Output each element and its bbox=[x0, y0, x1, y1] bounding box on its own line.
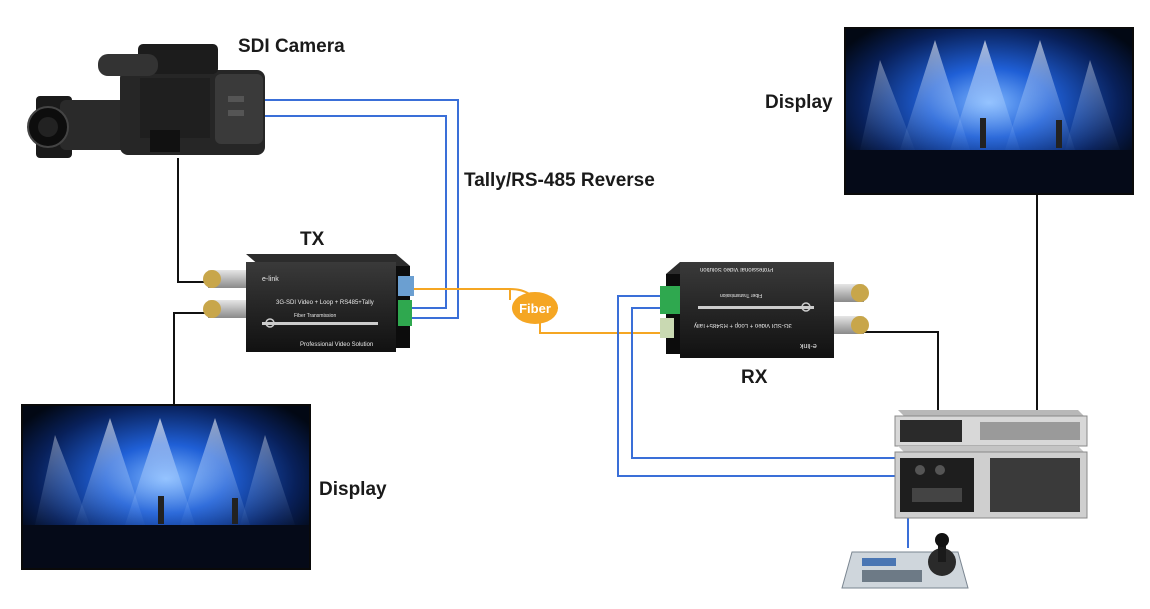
display-right bbox=[844, 27, 1134, 195]
rs485-cable-rx-2 bbox=[631, 307, 898, 459]
label-tally-rs485: Tally/RS-485 Reverse bbox=[464, 170, 655, 191]
sdi-cable-tx-display bbox=[173, 312, 212, 405]
tx-line1: 3G-SDI Video + Loop + RS485+Tally bbox=[276, 300, 374, 306]
rx-device bbox=[660, 262, 869, 358]
label-display-left: Display bbox=[319, 479, 387, 500]
sdi-cable-camera-tx bbox=[177, 158, 212, 283]
tally-cable-1 bbox=[262, 99, 459, 319]
tx-device bbox=[203, 254, 414, 352]
ptz-keyboard bbox=[841, 533, 969, 589]
tx-line3: Professional Video Solution bbox=[300, 342, 374, 348]
display-left bbox=[21, 404, 311, 570]
tx-brand: e-link bbox=[262, 276, 279, 283]
label-sdi-camera: SDI Camera bbox=[238, 36, 345, 57]
label-rx: RX bbox=[741, 367, 768, 388]
rack-equipment bbox=[894, 410, 1088, 519]
label-tx: TX bbox=[300, 229, 325, 250]
fiber-badge: Fiber bbox=[512, 292, 558, 324]
rx-line2: Fiber Transmission bbox=[720, 292, 763, 298]
rs485-cable-rx-1 bbox=[617, 295, 898, 477]
tally-cable-2 bbox=[262, 115, 447, 309]
tx-line2: Fiber Transmission bbox=[294, 313, 337, 319]
sdi-camera bbox=[27, 44, 265, 158]
rx-brand: e-link bbox=[800, 342, 817, 349]
rx-line3: Professional Video Solution bbox=[700, 266, 774, 272]
label-display-right: Display bbox=[765, 92, 833, 113]
sdi-cable-rx-rack bbox=[862, 331, 939, 412]
rx-line1: 3G-SDI Video + Loop + RS485+Tally bbox=[694, 322, 792, 328]
